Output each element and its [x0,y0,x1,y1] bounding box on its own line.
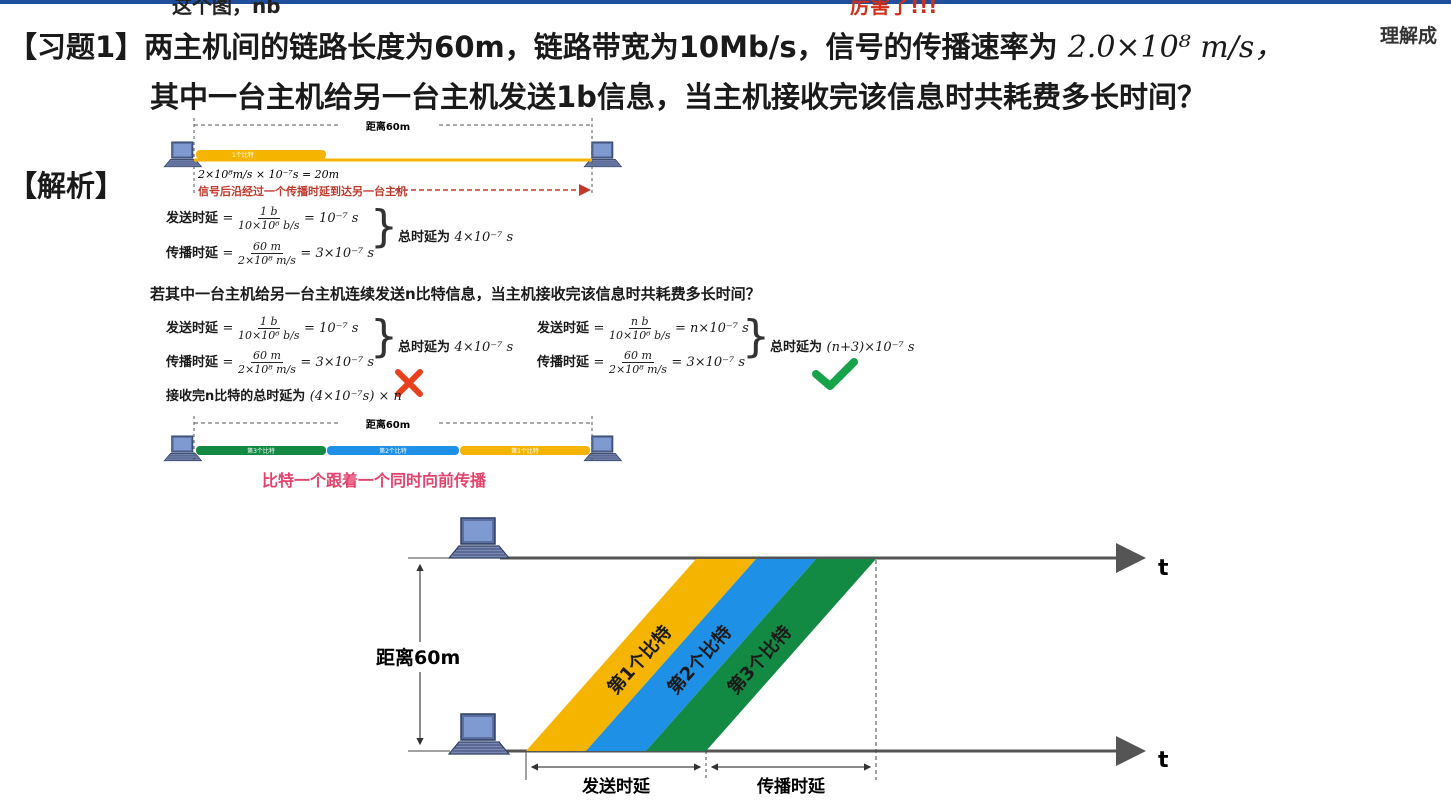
brace: } [742,311,770,362]
laptop-icon [583,435,622,462]
speed-value: 2.0×10⁸ m/s， [1067,30,1285,65]
timing-diagram: t t 距离60m 第1个比特 第2个比特 第3个比特 发送时延 传播时延 [372,517,1169,797]
danmaku-comment: 厉害了!!! [850,0,938,18]
question-text: 【习题1】两主机间的链路长度为60m，链路带宽为10Mb/s，信号的传播速率为 [8,30,1058,64]
top-bar [0,0,1451,4]
total-delay: 总时延为 4×10⁻⁷ s [398,230,514,245]
send-result: = 10⁻⁷ s [304,211,359,226]
brace: } [370,201,398,252]
total-delay: 总时延为 (n+3)×10⁻⁷ s [770,340,915,355]
bit-bar [327,446,459,455]
distance-formula: 2×10⁸m/s × 10⁻⁷s = 20m [197,168,339,181]
question-line-2: 其中一台主机给另一台主机发送1b信息，当主机接收完该信息时共耗费多长时间？ [150,80,1206,114]
followup-question: 若其中一台主机给另一台主机连续发送n比特信息，当主机接收完该信息时共耗费多长时间… [150,285,761,303]
laptop-icon [583,141,622,168]
send-delay-label: 发送时延 [166,211,219,226]
bit-label: 1个比特 [232,151,254,159]
laptop-icon [448,517,510,559]
bit-label: 第1个比特 [511,447,539,455]
bit-bar [196,446,326,455]
prop-result: = 3×10⁻⁷ s [300,246,375,261]
bits-link-diagram: 距离60m 第3个比特 第2个比特 第1个比特 [163,416,622,462]
bit-bar [196,150,326,159]
laptop-icon [163,141,202,168]
prop-delay-label: 传播时延 [166,246,219,261]
analysis-heading: 【解析】 [8,169,125,203]
question-line-1: 【习题1】两主机间的链路长度为60m，链路带宽为10Mb/s，信号的传播速率为 … [8,30,1284,65]
brace: } [370,311,398,362]
top-link-diagram: 距离60m 1个比特 2×10⁸m/s × 10⁻⁷s = 20m [163,118,622,196]
danmaku-comment: 理解成 [1380,25,1438,47]
total-delay: 总时延为 4×10⁻⁷ s [398,340,514,355]
bit-label: 第3个比特 [247,447,275,455]
bit-label: 第2个比特 [379,447,407,455]
propagation-note: 信号后沿经过一个传播时延到达另一台主机 [198,185,407,198]
distance-label: 距离60m [376,646,460,669]
bits-caption: 比特一个跟着一个同时向前传播 [262,471,487,490]
t-label: t [1158,556,1169,581]
send-delay-label: 发送时延 [581,776,651,797]
n-total-delay: 接收完n比特的总时延为 (4×10⁻⁷s) × n [166,389,402,404]
bit-bar [460,446,590,455]
distance-label: 距离60m [366,418,410,431]
bit-band-1 [526,559,756,751]
t-label: t [1158,748,1169,773]
check-icon [812,358,858,390]
prop-delay-label: 传播时延 [756,776,826,797]
bit-band-2 [586,559,816,751]
distance-label: 距离60m [366,120,410,133]
laptop-icon [448,713,510,755]
laptop-icon [163,435,202,462]
danmaku-comment: 这个图，nb [172,0,281,18]
bit-band-3 [646,559,876,751]
cross-icon [395,369,423,397]
